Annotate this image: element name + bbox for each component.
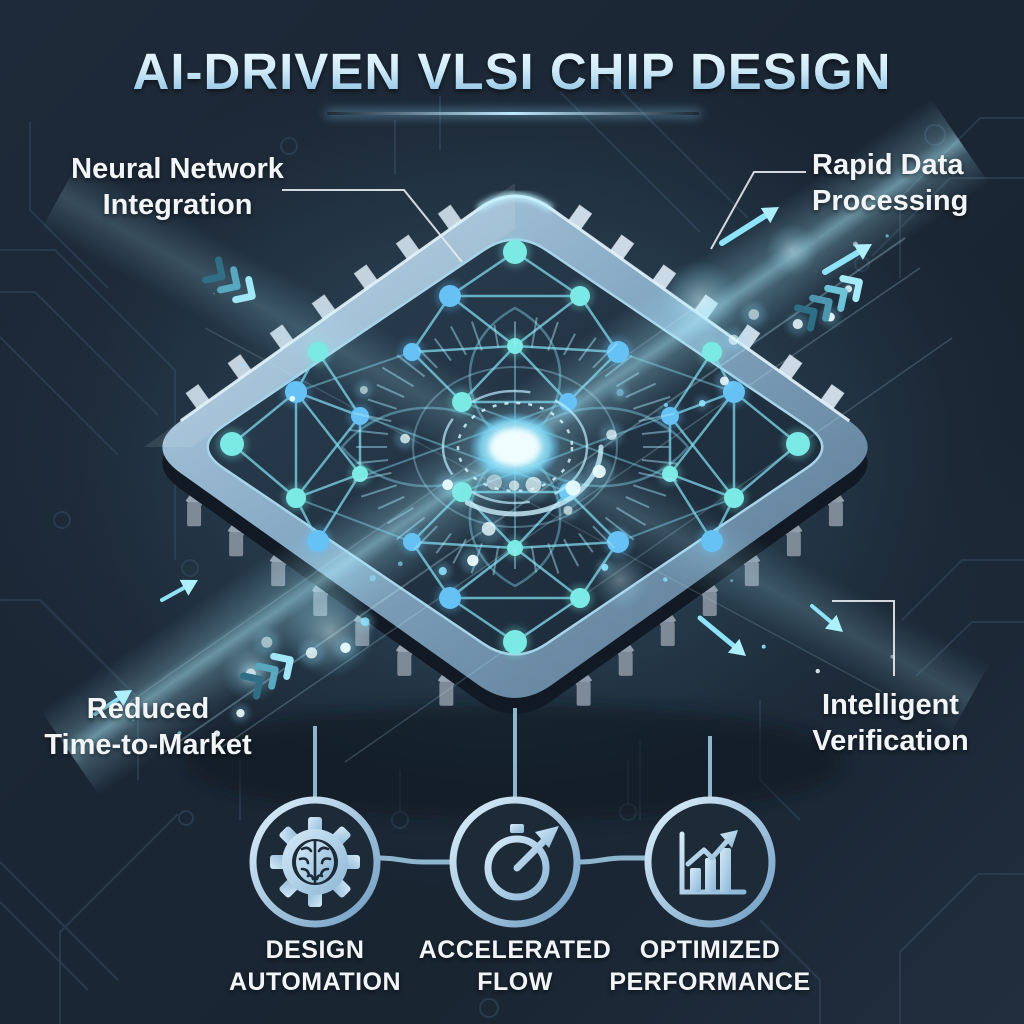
feature-line: DESIGN	[265, 936, 365, 964]
callout-reduced-time-to-market: Reduced Time-to-Market	[17, 692, 279, 764]
feature-label-design-automation: DESIGN AUTOMATION	[205, 934, 425, 998]
callout-intelligent-verification: Intelligent Verification	[768, 688, 1013, 760]
feature-label-optimized-performance: OPTIMIZED PERFORMANCE	[600, 934, 820, 998]
leader-rapid	[710, 171, 806, 250]
callout-line: Verification	[812, 724, 969, 757]
chip-corner-glow	[476, 192, 554, 212]
feature-line: AUTOMATION	[228, 968, 402, 996]
feature-design-automation	[249, 796, 381, 928]
callout-line: Reduced	[86, 693, 210, 725]
gear-brain-icon	[270, 817, 360, 907]
sparkle-particles	[131, 234, 895, 737]
feature-line: FLOW	[477, 968, 553, 996]
chip-core	[349, 317, 678, 576]
callout-line: Processing	[812, 184, 969, 217]
title-underline	[327, 112, 699, 115]
callout-neural-network-integration: Neural Network Integration	[35, 152, 320, 224]
feature-optimized-performance	[644, 796, 776, 928]
callout-line: Rapid Data	[812, 149, 964, 181]
feature-label-accelerated-flow: ACCELERATED FLOW	[405, 934, 625, 998]
feature-line: OPTIMIZED	[639, 936, 781, 964]
callout-rapid-data-processing: Rapid Data Processing	[812, 148, 1022, 220]
neural-network-graph	[216, 236, 814, 658]
callout-line: Intelligent	[822, 689, 959, 721]
feature-circle	[449, 796, 581, 928]
feature-accelerated-flow	[449, 796, 581, 928]
leader-neural	[282, 189, 463, 263]
feature-line: ACCELERATED	[418, 936, 612, 964]
leader-intelligent	[832, 600, 895, 676]
stopwatch-arrow-icon	[452, 819, 559, 901]
bar-chart-growth-icon	[679, 830, 747, 895]
feature-line: PERFORMANCE	[609, 968, 811, 996]
feature-connectors	[313, 708, 712, 865]
page-title: AI-DRIVEN VLSI CHIP DESIGN	[0, 42, 1024, 101]
callout-line: Time-to-Market	[44, 728, 252, 761]
callout-line: Neural Network	[71, 153, 284, 185]
chevron-arrows	[201, 256, 863, 700]
callout-line: Integration	[102, 188, 253, 221]
flow-arrows	[93, 207, 872, 716]
callout-leader-lines	[282, 171, 895, 676]
